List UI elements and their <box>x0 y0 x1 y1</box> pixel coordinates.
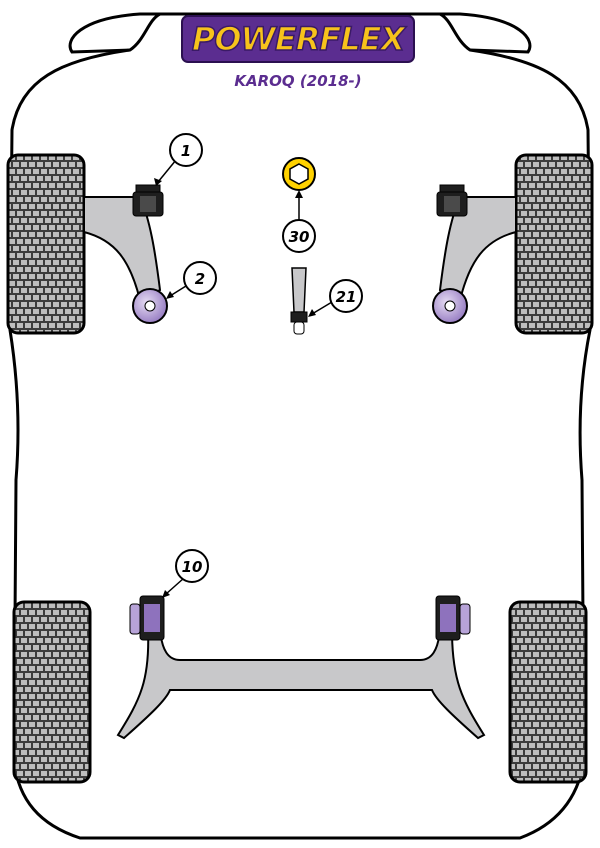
front-right-rear-bush <box>432 288 468 324</box>
front-left-tyre <box>6 153 86 335</box>
rear-subframe <box>116 629 486 740</box>
car-body-outline <box>8 12 592 840</box>
front-right-front-bush <box>436 184 468 217</box>
rear-right-subframe-bush <box>435 595 471 641</box>
brand-name: POWERFLEX <box>192 20 407 58</box>
callout-1: 1 <box>154 133 203 186</box>
rear-right-tyre <box>508 600 588 784</box>
rear-left-tyre <box>12 600 92 784</box>
front-left-front-bush <box>132 184 164 217</box>
model-label: KAROQ (2018-) <box>234 72 361 90</box>
powerflex-logo: POWERFLEX <box>181 15 415 63</box>
rear-left-subframe-bush <box>129 595 165 641</box>
callout-30-label: 30 <box>289 228 310 246</box>
callout-30: 30 <box>282 190 316 253</box>
callout-2: 2 <box>166 261 217 299</box>
callout-2-label: 2 <box>195 270 205 288</box>
gearbox-mount-insert <box>282 157 316 191</box>
callout-10-label: 10 <box>182 558 203 576</box>
callout-21: 21 <box>308 279 363 317</box>
dog-bone-link <box>290 267 308 335</box>
front-right-tyre <box>514 153 594 335</box>
front-left-rear-bush <box>132 288 168 324</box>
callout-1-label: 1 <box>181 142 191 160</box>
callout-10: 10 <box>162 549 209 598</box>
callout-21-label: 21 <box>336 288 357 306</box>
